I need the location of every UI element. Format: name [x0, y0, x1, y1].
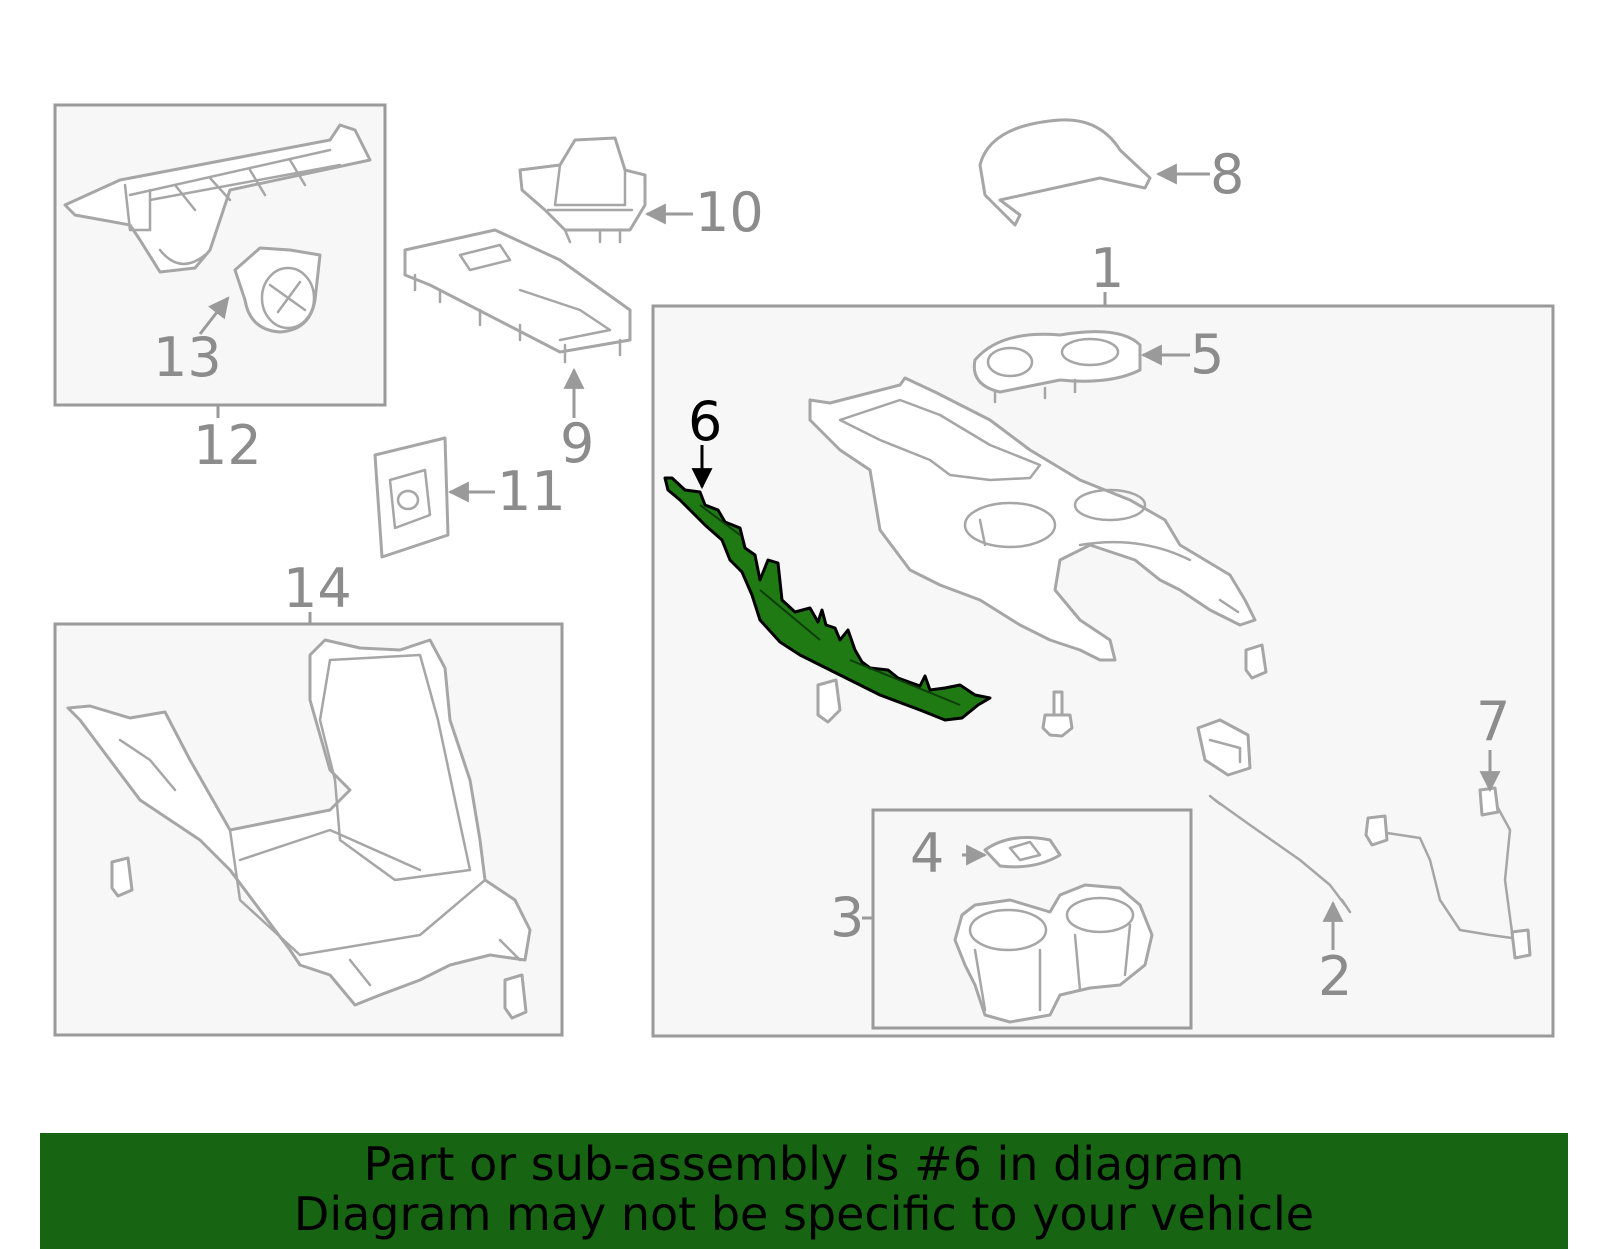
- callout-1: 1: [1090, 237, 1124, 300]
- callout-12: 12: [193, 414, 262, 477]
- part-clip-a[interactable]: [816, 678, 842, 724]
- callout-7: 7: [1476, 690, 1510, 753]
- part-14-clip-b[interactable]: [503, 973, 528, 1020]
- info-banner: Part or sub-assembly is #6 in diagram Di…: [40, 1133, 1568, 1249]
- part-10-shift-boot[interactable]: [518, 136, 647, 244]
- part-4-cup-holder-insert[interactable]: [983, 836, 1062, 869]
- callout-10: 10: [695, 181, 764, 244]
- part-8-lid[interactable]: [978, 118, 1152, 227]
- callout-2: 2: [1318, 945, 1352, 1008]
- part-bolt[interactable]: [1041, 690, 1074, 738]
- part-7-wire-harness[interactable]: [1364, 786, 1532, 960]
- part-5-bezel[interactable]: [972, 330, 1142, 404]
- callout-11: 11: [497, 460, 566, 523]
- part-6-highlighted-bracket[interactable]: [663, 476, 992, 722]
- part-3-cup-holder[interactable]: [953, 883, 1154, 1024]
- part-14-clip-a[interactable]: [110, 856, 134, 898]
- callout-8: 8: [1210, 143, 1244, 206]
- parts-diagram: 13 12 10 9 11 8 1 5: [53, 103, 1555, 1038]
- part-clip-c[interactable]: [1196, 718, 1252, 777]
- part-9-shift-panel[interactable]: [403, 228, 632, 364]
- part-1-console-body[interactable]: [808, 376, 1257, 662]
- part-clip-b[interactable]: [1244, 643, 1268, 680]
- banner-line-2: Diagram may not be specific to your vehi…: [293, 1187, 1315, 1241]
- callout-14: 14: [283, 557, 352, 620]
- callout-4: 4: [910, 822, 944, 885]
- part-13-ring[interactable]: [233, 246, 322, 334]
- part-11-switch-plate[interactable]: [373, 436, 450, 559]
- callout-9: 9: [560, 412, 594, 475]
- part-12-tray[interactable]: [63, 123, 372, 274]
- callout-6: 6: [688, 390, 722, 453]
- part-14-console-box[interactable]: [66, 638, 532, 1007]
- callout-13: 13: [153, 326, 222, 389]
- banner-line-1: Part or sub-assembly is #6 in diagram: [363, 1137, 1245, 1191]
- callout-5: 5: [1190, 323, 1224, 386]
- callout-3: 3: [830, 886, 864, 949]
